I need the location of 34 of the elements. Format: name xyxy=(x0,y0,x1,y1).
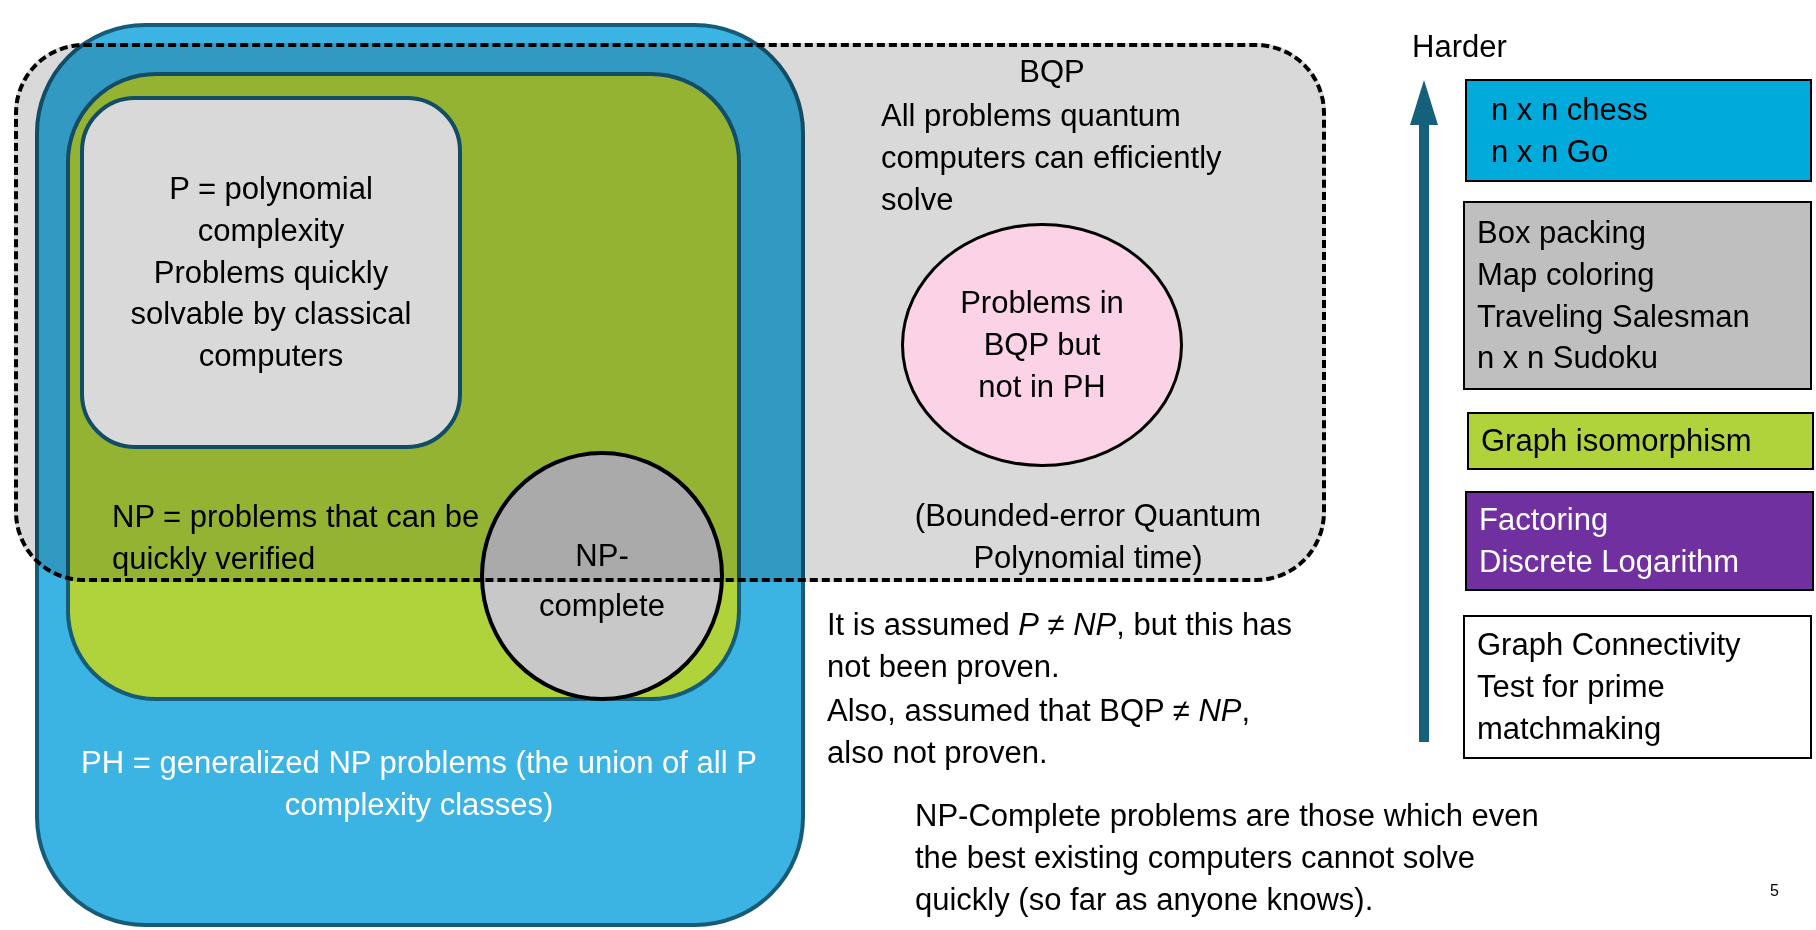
page-number: 5 xyxy=(1770,881,1780,901)
example-box xyxy=(1465,491,1814,591)
example-text: Box packing xyxy=(1477,213,1646,252)
example-text: n x n Go xyxy=(1491,132,1609,171)
class-region xyxy=(66,72,741,701)
example-box xyxy=(1465,79,1812,182)
class-label: BQP xyxy=(1018,53,1086,91)
class-label: Problems in BQP but not in PH xyxy=(959,284,1125,406)
class-region xyxy=(80,96,462,449)
class-label: PH = generalized NP problems (the union of all P complexity classes) xyxy=(80,744,758,824)
example-box xyxy=(1463,615,1812,759)
example-text: Graph Connectivity xyxy=(1477,626,1741,665)
example-text: matchmaking xyxy=(1477,709,1662,748)
example-text: Graph isomorphism xyxy=(1481,422,1752,461)
example-text: n x n chess xyxy=(1491,90,1648,129)
example-box xyxy=(1463,201,1812,390)
example-text: Traveling Salesman xyxy=(1477,297,1750,336)
axis-label: Harder xyxy=(1412,28,1508,66)
class-label: Problems quickly solvable by classical computers xyxy=(129,253,413,376)
class-label: NP = problems that can be quickly verified xyxy=(112,498,481,578)
example-text: Map coloring xyxy=(1477,255,1655,294)
example-box xyxy=(1467,412,1814,470)
example-text: Factoring xyxy=(1479,501,1609,540)
note-text: Also, assumed that BQP ≠ NP, also not proven. xyxy=(827,692,1252,772)
class-label: NP- complete xyxy=(539,537,665,625)
class-label: (Bounded-error Quantum Polynomial time) xyxy=(913,497,1263,577)
note-text: NP-Complete problems are those which even the best existing computers cannot solve quickly (so far as anyone knows). xyxy=(915,797,1540,919)
class-label: P = polynomial complexity xyxy=(168,169,374,250)
note-text: It is assumed P ≠ NP, but this has not been proven. xyxy=(827,606,1294,686)
class-region xyxy=(35,23,805,927)
class-label: All problems quantum computers can efficiently solve xyxy=(881,97,1223,219)
example-text: Test for prime xyxy=(1477,668,1665,707)
example-text: n x n Sudoku xyxy=(1477,339,1658,378)
example-text: Discrete Logarithm xyxy=(1479,543,1740,581)
